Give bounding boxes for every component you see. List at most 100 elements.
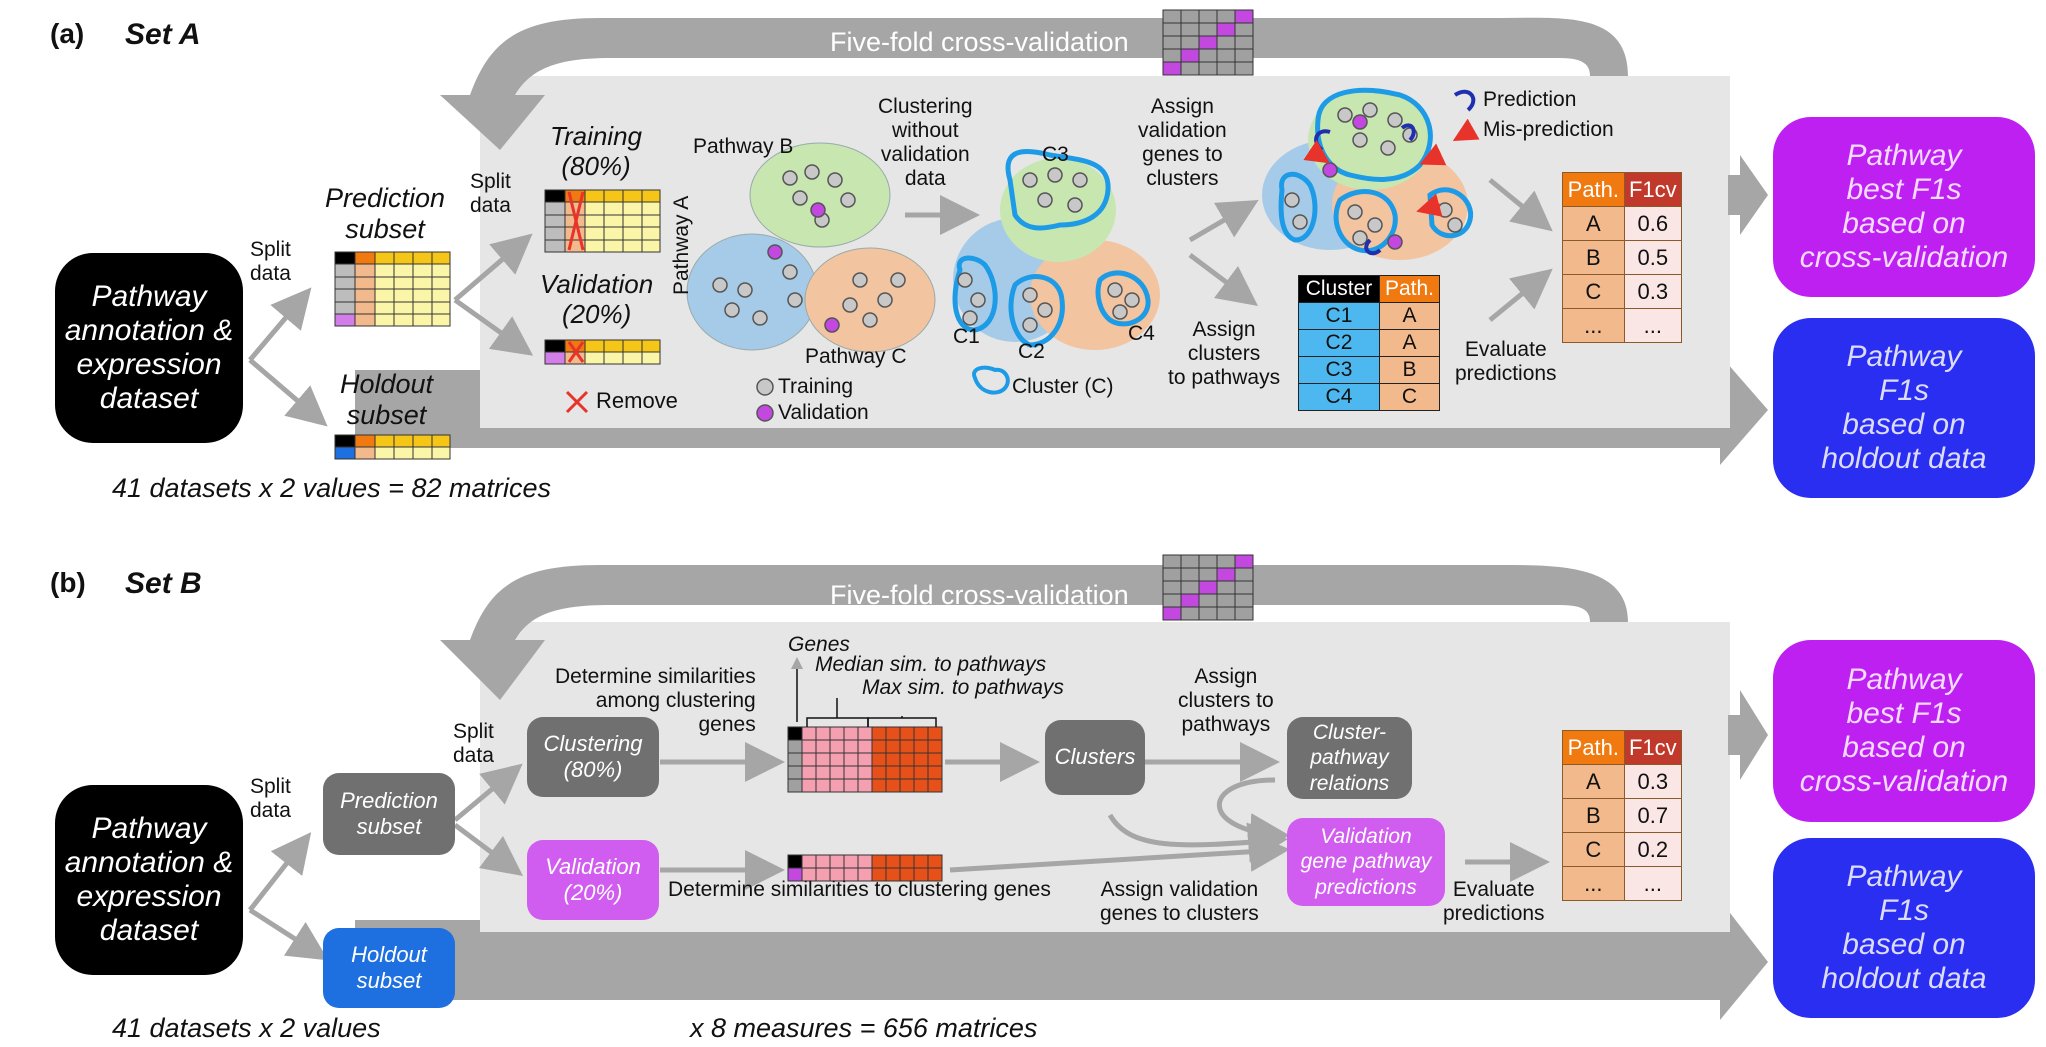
holdout-subset-matrix-a bbox=[334, 434, 451, 460]
similarity-cell bbox=[927, 752, 943, 767]
fold-grid-a bbox=[1162, 9, 1254, 76]
similarity-cell bbox=[857, 739, 873, 754]
gene-dots-a bbox=[712, 164, 906, 328]
similarity-cell bbox=[801, 739, 817, 754]
cv-flow-arrow-a bbox=[1728, 155, 1768, 235]
similarity-brackets bbox=[791, 657, 937, 727]
similarity-cell bbox=[899, 854, 915, 869]
cluster-label-c2: C2 bbox=[1018, 340, 1045, 363]
similarity-cell bbox=[885, 765, 901, 780]
fold-cell bbox=[1180, 567, 1200, 582]
cluster-label-c1: C1 bbox=[953, 325, 980, 348]
cluster-legend-icon bbox=[972, 365, 1010, 395]
cluster-label-c4: C4 bbox=[1128, 322, 1155, 345]
fold-cell bbox=[1216, 48, 1236, 63]
pathway-c-label: Pathway C bbox=[805, 345, 907, 368]
fold-cell bbox=[1162, 61, 1182, 76]
similarity-cell bbox=[871, 854, 887, 869]
determine-sim-val-label: Determine similarities to clustering gen… bbox=[668, 878, 1051, 901]
fold-cell bbox=[1162, 22, 1182, 37]
loop-label-a: Five-fold cross-validation bbox=[830, 27, 1129, 57]
clusters-box-b: Clusters bbox=[1045, 720, 1145, 795]
fold-cell bbox=[1216, 61, 1236, 76]
fold-cell bbox=[1162, 9, 1182, 24]
similarity-cell bbox=[913, 765, 929, 780]
similarity-cell bbox=[885, 854, 901, 869]
fold-cell bbox=[1180, 48, 1200, 63]
cv-loop-arrow-a bbox=[440, 17, 1628, 150]
median-sim-label: Median sim. to pathways bbox=[815, 653, 1047, 676]
validation-matrix-a bbox=[544, 339, 661, 365]
validation-label-a: Validation(20%) bbox=[540, 269, 654, 329]
fold-cell bbox=[1162, 606, 1182, 621]
cluster-outlines-a bbox=[952, 149, 1151, 348]
prediction-legend-label: Prediction bbox=[1483, 88, 1577, 111]
footer-b-left: 41 datasets x 2 values bbox=[112, 1013, 381, 1043]
training-legend-label: Training bbox=[778, 375, 854, 398]
fold-cell bbox=[1180, 606, 1200, 621]
fold-cell bbox=[1234, 593, 1254, 608]
similarity-cell bbox=[787, 739, 803, 754]
pathway-a-label: Pathway A bbox=[670, 195, 693, 295]
similarity-cell bbox=[801, 765, 817, 780]
remove-label: Remove bbox=[596, 388, 678, 413]
similarity-cell bbox=[885, 726, 901, 741]
cluster-legend-label: Cluster (C) bbox=[1012, 375, 1114, 398]
similarity-cell bbox=[885, 752, 901, 767]
fold-cell bbox=[1180, 554, 1200, 569]
misprediction-legend-label: Mis-prediction bbox=[1483, 118, 1614, 141]
similarity-cell bbox=[899, 726, 915, 741]
similarity-cell bbox=[871, 765, 887, 780]
fold-cell bbox=[1234, 35, 1254, 50]
similarity-cell bbox=[913, 726, 929, 741]
cv-loop-arrow-b bbox=[440, 565, 1628, 700]
similarity-cell bbox=[913, 739, 929, 754]
similarity-cell bbox=[829, 765, 845, 780]
fold-cell bbox=[1162, 567, 1182, 582]
panel-b-graphics bbox=[248, 554, 1768, 1020]
similarity-cell bbox=[857, 778, 873, 793]
fold-cell bbox=[1162, 48, 1182, 63]
similarity-cell bbox=[899, 765, 915, 780]
similarity-cell bbox=[857, 752, 873, 767]
similarity-cell bbox=[927, 854, 943, 869]
fold-cell bbox=[1234, 61, 1254, 76]
similarity-cell bbox=[927, 778, 943, 793]
similarity-cell bbox=[927, 867, 943, 882]
fold-cell bbox=[1198, 61, 1218, 76]
similarity-cell bbox=[843, 778, 859, 793]
fold-cell bbox=[1180, 35, 1200, 50]
similarity-cell bbox=[871, 752, 887, 767]
similarity-cell bbox=[801, 854, 817, 869]
similarity-cell bbox=[857, 726, 873, 741]
fold-cell bbox=[1234, 48, 1254, 63]
similarity-cell bbox=[801, 726, 817, 741]
similarity-cell bbox=[829, 739, 845, 754]
similarity-cell bbox=[829, 752, 845, 767]
pathway-b-blob bbox=[749, 142, 891, 248]
panel-a-tag: (a) bbox=[50, 18, 85, 49]
fold-cell bbox=[1216, 606, 1236, 621]
fold-cell bbox=[1234, 554, 1254, 569]
similarity-cell bbox=[885, 778, 901, 793]
validation-legend-label: Validation bbox=[778, 401, 869, 424]
prediction-legend-icon bbox=[1453, 89, 1476, 112]
similarity-cell bbox=[815, 765, 831, 780]
fold-cell bbox=[1198, 580, 1218, 595]
misprediction-legend-icon bbox=[1452, 118, 1480, 141]
